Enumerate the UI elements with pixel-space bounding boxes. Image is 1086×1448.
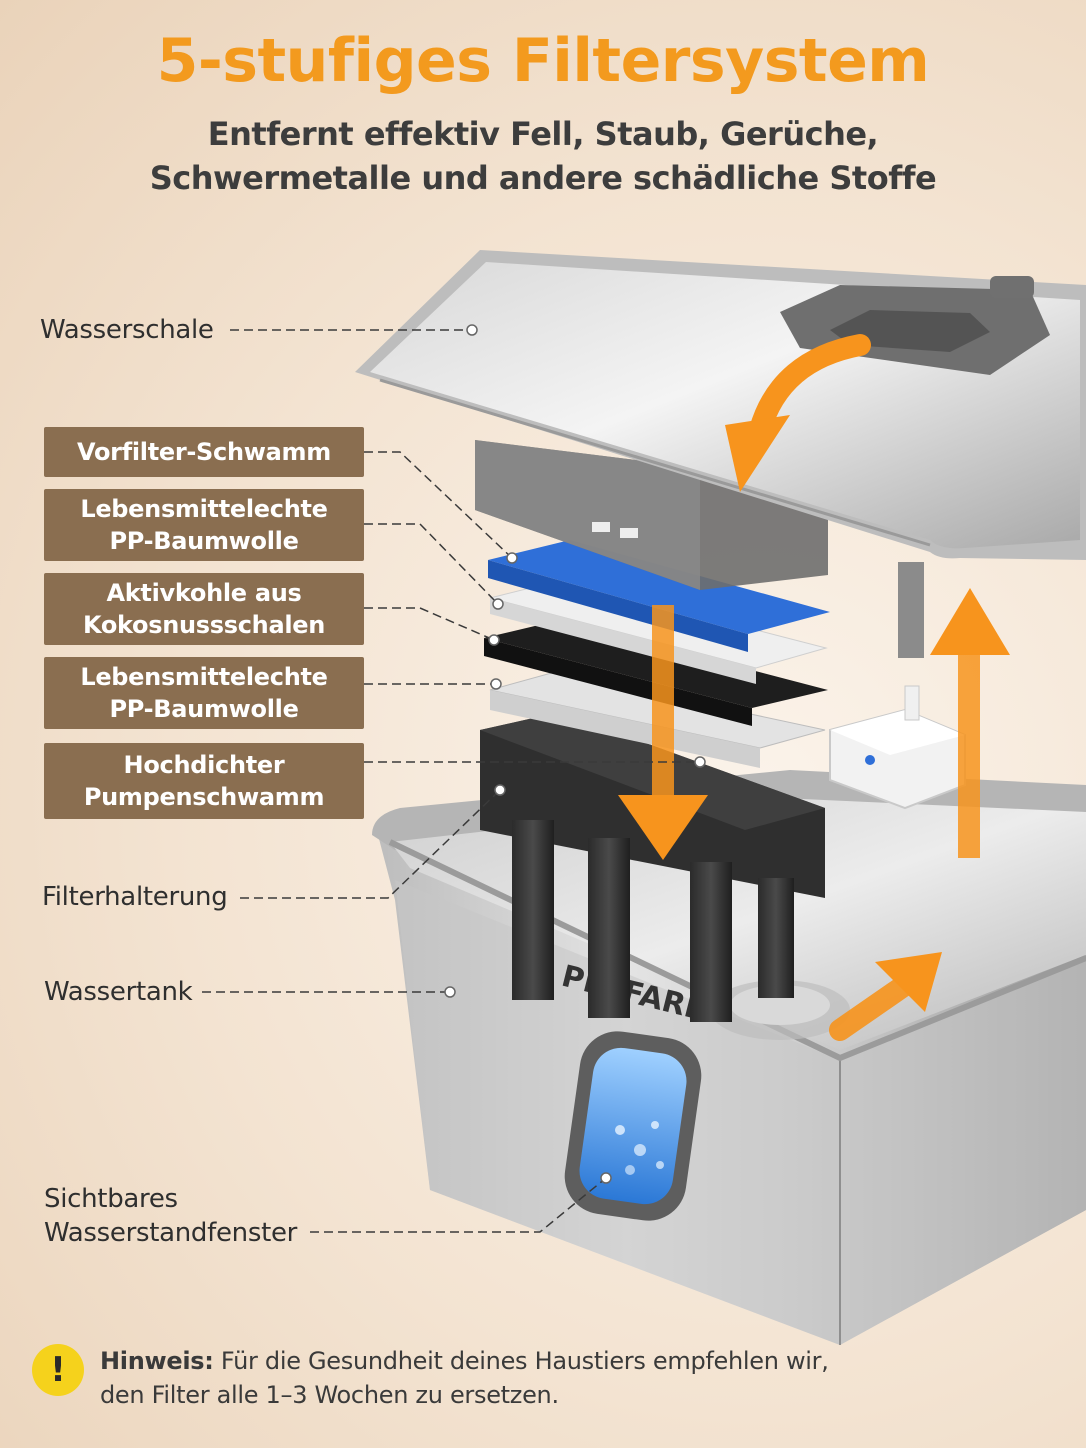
arrow-head-curved [725,415,790,492]
arrow-head-down [618,795,708,860]
hint-label: Hinweis: [100,1347,214,1375]
filter-stage-4-line-2: PP-Baumwolle [109,695,299,723]
water-level-window [564,1031,702,1221]
filter-stage-3-line-2: Kokosnussschalen [82,611,326,639]
filter-stage-4-line-1: Lebensmittelechte [80,663,328,691]
prefilter-basket [475,440,924,658]
hint-line-1: Für die Gesundheit deines Haustiers empf… [220,1347,829,1375]
arrow-head-up [930,588,1010,655]
page-subtitle: Entfernt effektiv Fell, Staub, Gerüche, … [0,112,1086,200]
filter-stage-5-line-2: Pumpenschwamm [83,783,325,811]
label-water-window: Sichtbares Wasserstandfenster [44,1182,297,1250]
filter-stage-2-line-2: PP-Baumwolle [109,527,299,555]
label-water-window-line-1: Sichtbares [44,1184,178,1214]
filter-stage-5: Hochdichter Pumpenschwamm [44,743,364,819]
page-title: 5-stufiges Filtersystem [156,26,930,96]
filter-stage-3: Aktivkohle aus Kokosnussschalen [44,573,364,645]
label-water-window-line-2: Wasserstandfenster [44,1218,298,1248]
label-filter-holder: Filterhalterung [42,882,228,912]
filter-stage-1: Vorfilter-Schwamm [44,427,364,477]
arrow-head-diagonal [875,952,942,1012]
filter-stage-3-line-1: Aktivkohle aus [106,579,302,607]
hint-note: ! Hinweis: Für die Gesundheit deines Hau… [32,1344,1052,1412]
label-water-bowl: Wasserschale [40,315,214,345]
filter-stage-2-line-1: Lebensmittelechte [80,495,328,523]
filter-stage-5-line-1: Hochdichter [123,751,285,779]
label-water-tank: Wassertank [44,977,193,1007]
leader-lines [202,329,700,1233]
hint-line-2: den Filter alle 1–3 Wochen zu ersetzen. [100,1381,559,1409]
exclamation-icon: ! [32,1344,84,1396]
leader-dots [444,324,706,1184]
filter-stage-1-line-1: Vorfilter-Schwamm [77,438,331,466]
filter-stage-2: Lebensmittelechte PP-Baumwolle [44,489,364,561]
water-flow-arrows [618,334,1010,1041]
filter-stage-4: Lebensmittelechte PP-Baumwolle [44,657,364,729]
subtitle-line-2: Schwermetalle und andere schädliche Stof… [149,159,937,197]
hint-text: Hinweis: Für die Gesundheit deines Haust… [100,1344,829,1412]
filter-layers [484,540,830,768]
subtitle-line-1: Entfernt effektiv Fell, Staub, Gerüche, [207,115,879,153]
pump [829,685,966,810]
